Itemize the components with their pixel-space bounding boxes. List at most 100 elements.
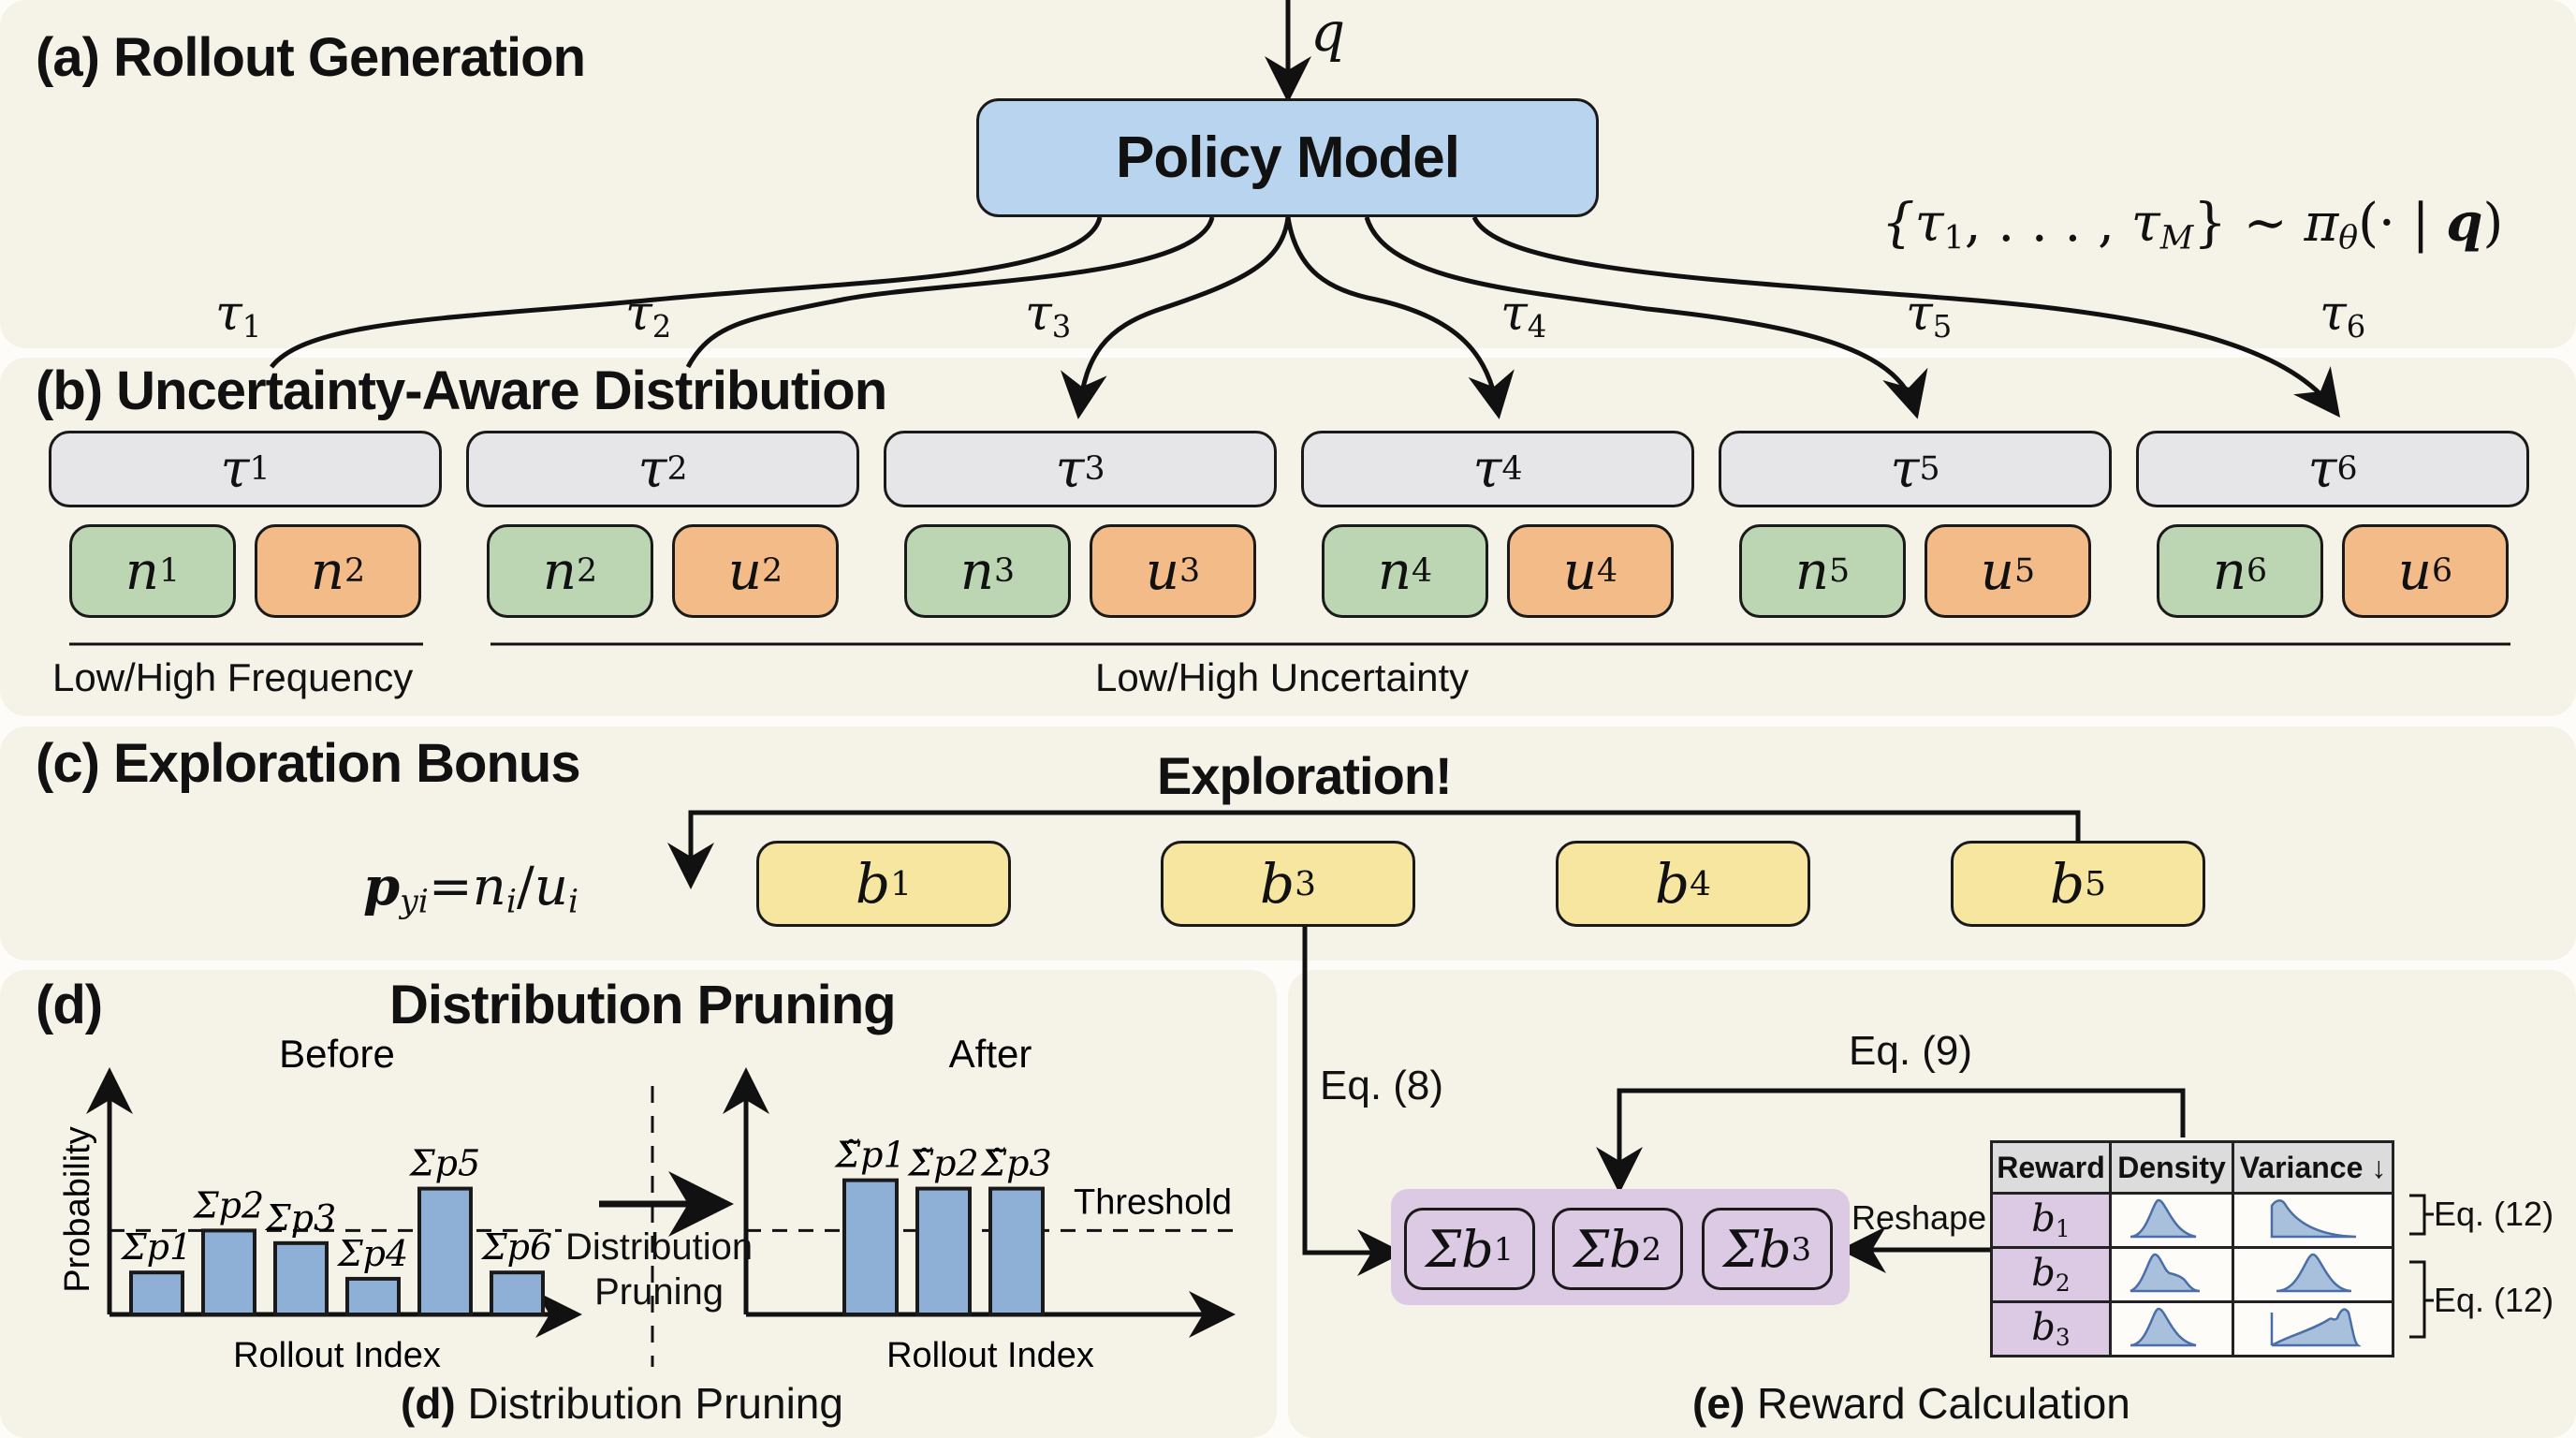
pruning-arrow-line2: Pruning [594,1271,724,1313]
bar [842,1178,899,1317]
bar [915,1186,972,1316]
panel-d-title: (d) [36,975,103,1035]
trajectory-label-5: τ5 [1906,286,1953,345]
bar [417,1186,473,1316]
reshape-label: Reshape [1852,1198,1987,1237]
formula-dots: , . . . , [1964,193,2131,254]
bar-label: Σp3 [264,1197,336,1239]
formula-tau-m-sub: M [2159,219,2194,257]
bar [201,1228,256,1317]
panel-c-title: (c) Exploration Bonus [36,733,581,794]
bar-label: Σp4 [336,1233,408,1274]
x-axis-label: Rollout Index [886,1336,1094,1375]
bracket-2 [2409,1260,2434,1339]
formula-open: { [1881,193,1915,254]
trajectory-label-1: τ1 [215,286,262,345]
eq9-label: Eq. (9) [1849,1028,1973,1074]
trajectory-curve-2 [685,216,1215,369]
trajectory-label-2: τ2 [625,286,672,345]
bar-label: Σp1 [120,1226,192,1268]
table-row: b1 [1990,1192,2394,1249]
bar [345,1276,401,1317]
variance-curve [2276,1253,2352,1293]
frequency-label: Low/High Frequency [52,655,414,699]
panel-d-caption: (d) Distribution Pruning [401,1378,843,1429]
trajectory-label-3: τ3 [1025,286,1072,345]
y-axis-label: Probability [58,1126,97,1292]
panel-d-caption-prefix: (d) [401,1379,456,1428]
policy-model-box[interactable]: Policy Model [976,98,1599,217]
bar [490,1270,545,1316]
exploration-connector [667,810,2081,889]
density-plot [2109,1192,2234,1249]
pruning-arrow-label: Distribution Pruning [565,1225,753,1314]
header-reward: Reward [1990,1140,2112,1195]
formula-close: } ∼ [2193,193,2305,254]
bracket-label-2: Eq. (12) [2434,1281,2554,1319]
trajectory-curve-1 [270,216,1103,369]
exploration-label: Exploration! [1157,746,1453,805]
bar-label: Σ̃p2 [906,1143,978,1184]
table-row: b2 [1990,1246,2394,1303]
bar [129,1270,184,1316]
formula-pi-sub: θ [2338,219,2359,257]
sampling-formula: {τ1, . . . , τM} ∼ πθ(· | q) [1881,192,2503,257]
trajectory-curve-3 [1060,216,1291,419]
reward-table-header: Reward Density Variance ↓ [1990,1140,2394,1195]
panel-e-caption: (e) Reward Calculation [1692,1378,2130,1429]
pruning-arrow-line1: Distribution [565,1226,754,1268]
panel-e-caption-text: Reward Calculation [1745,1379,2130,1428]
density-curve [2130,1307,2197,1347]
bracket-label-1: Eq. (12) [2434,1195,2554,1233]
formula-tau-sub: 1 [1943,219,1965,257]
variance-curve [2270,1308,2362,1347]
variance-plot [2232,1300,2394,1357]
eq8-label: Eq. (8) [1320,1063,1444,1108]
formula-tau: τ [1914,193,1944,254]
bracket-1 [2409,1194,2434,1236]
pruning-heading: Distribution Pruning [389,975,897,1035]
variance-curve [2270,1199,2357,1239]
formula-arg: (· | [2358,193,2447,254]
density-curve [2130,1253,2201,1293]
trajectory-curve-6 [1471,215,2341,418]
bar-label: Σ̃p1 [833,1135,905,1176]
density-plot [2109,1246,2234,1303]
formula-tau-m: τ [2130,193,2160,254]
table-row: b3 [1990,1300,2394,1357]
bar-label: Σp5 [408,1143,480,1184]
policy-model-label: Policy Model [1116,125,1460,190]
density-curve [2130,1198,2197,1239]
panel-uncertainty-distribution [0,358,2576,716]
header-density: Density [2109,1140,2234,1195]
eq8-connector [1302,927,1404,1276]
header-variance: Variance ↓ [2232,1140,2394,1195]
